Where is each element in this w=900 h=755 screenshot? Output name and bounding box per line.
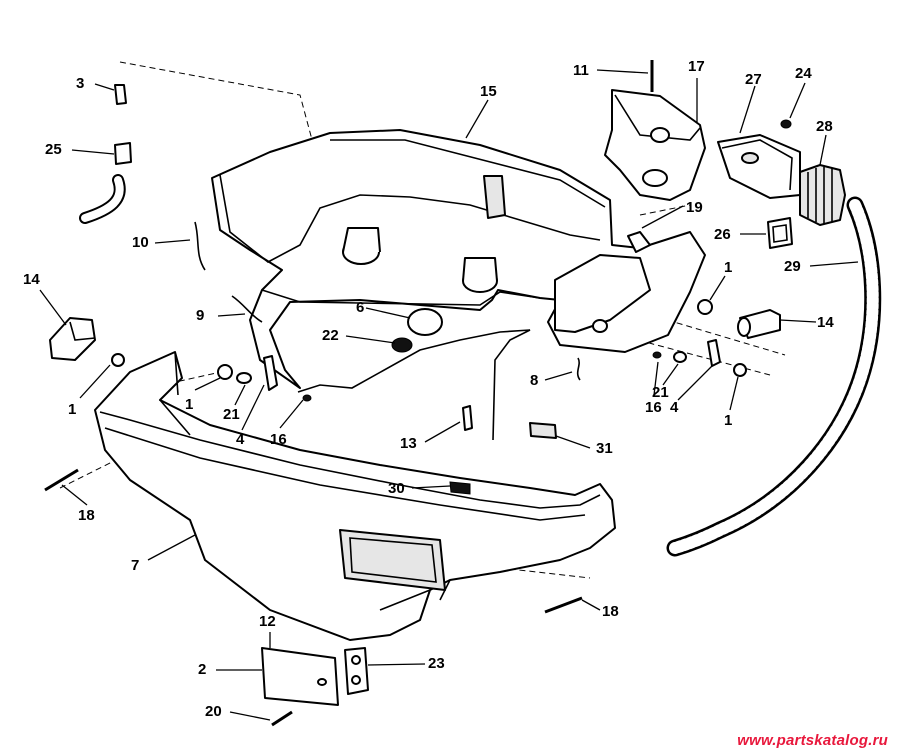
callout-22: 22: [322, 327, 339, 344]
callout-29: 29: [784, 258, 801, 275]
gasket-part-26: [767, 217, 793, 249]
leader-lines: [39, 69, 859, 721]
callout-1: 1: [185, 396, 193, 413]
handle-part-14-left: [49, 317, 96, 361]
callout-18: 18: [78, 507, 95, 524]
callout-1: 1: [724, 412, 732, 429]
bracket-part-17: [604, 89, 706, 201]
callout-14: 14: [817, 314, 834, 331]
callout-15: 15: [480, 83, 497, 100]
callout-1: 1: [68, 401, 76, 418]
callout-labels: 3 25 10 14 9 1 1 21 4 16 18 7 12 2 20 23…: [23, 58, 834, 720]
callout-25: 25: [45, 141, 62, 158]
callout-13: 13: [400, 435, 417, 452]
callout-23: 23: [428, 655, 445, 672]
upper-cover-part-15: [211, 129, 706, 441]
callout-21: 21: [223, 406, 240, 423]
callout-1: 1: [724, 259, 732, 276]
callout-27: 27: [745, 71, 762, 88]
callout-3: 3: [76, 75, 84, 92]
callout-10: 10: [132, 234, 149, 251]
lower-cover-part-7: [94, 351, 616, 641]
callout-30: 30: [388, 480, 405, 497]
callout-28: 28: [816, 118, 833, 135]
callout-7: 7: [131, 557, 139, 574]
callout-2: 2: [198, 661, 206, 678]
callout-26: 26: [714, 226, 731, 243]
callout-31: 31: [596, 440, 613, 457]
callout-24: 24: [795, 65, 812, 82]
callout-21: 21: [652, 384, 669, 401]
callout-11: 11: [573, 62, 589, 79]
small-hardware: [44, 60, 792, 727]
intake-part-27: [717, 134, 801, 199]
plate-part-2: [261, 647, 339, 706]
callout-6: 6: [356, 299, 364, 316]
callout-14: 14: [23, 271, 40, 288]
callout-12: 12: [259, 613, 276, 630]
callout-8: 8: [530, 372, 538, 389]
callout-4: 4: [670, 399, 679, 416]
callout-19: 19: [686, 199, 703, 216]
boot-part-28: [799, 164, 846, 226]
callout-20: 20: [205, 703, 222, 720]
watermark-text: www.partskatalog.ru: [737, 732, 888, 749]
handle-part-14-right: [737, 309, 781, 339]
latch-part-23: [344, 647, 369, 695]
callout-17: 17: [688, 58, 705, 75]
callout-4: 4: [236, 431, 245, 448]
callout-18: 18: [602, 603, 619, 620]
callout-16: 16: [270, 431, 287, 448]
mesh-hose-part-29: [666, 196, 882, 557]
callout-16: 16: [645, 399, 662, 416]
callout-9: 9: [196, 307, 204, 324]
